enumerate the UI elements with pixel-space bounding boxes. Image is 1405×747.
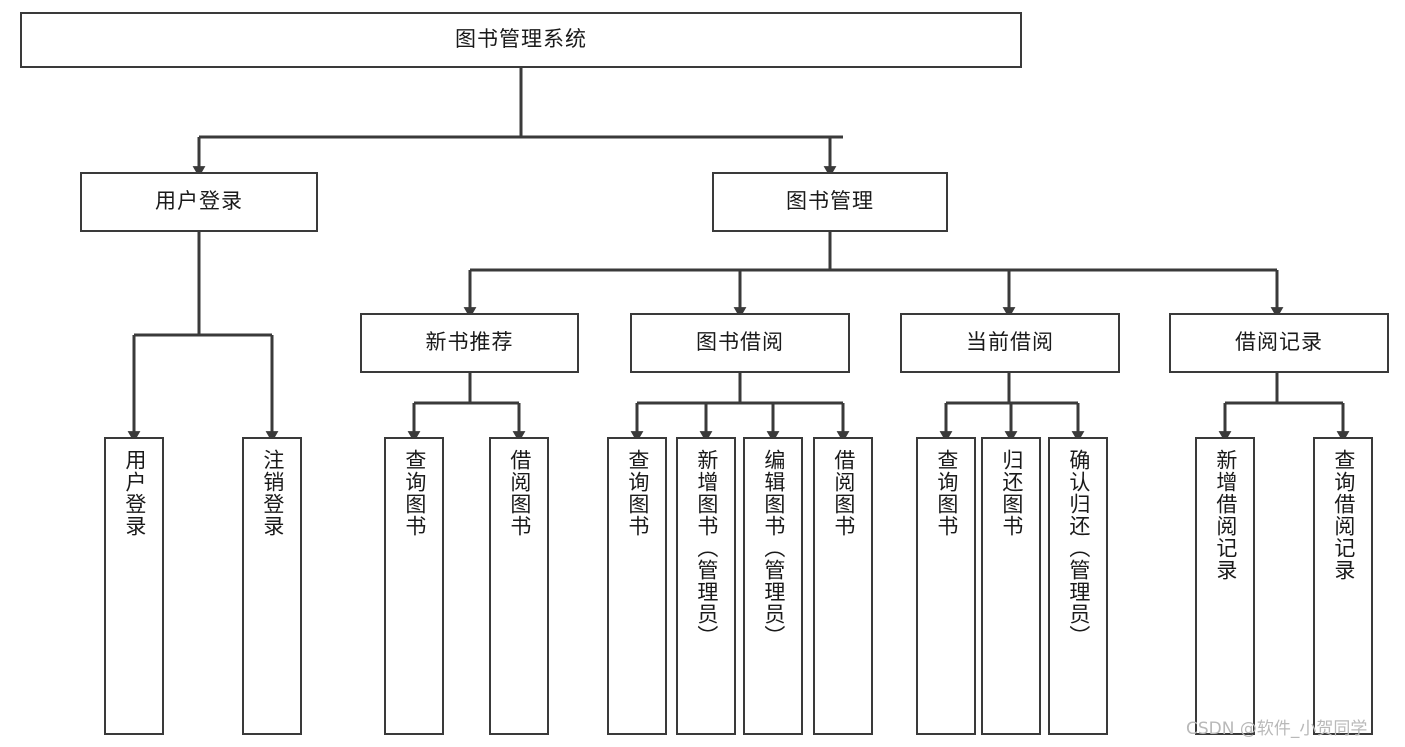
leaf-user-login-login[interactable]: 用户登录 bbox=[104, 437, 164, 735]
node-label: 当前借阅 bbox=[966, 330, 1054, 355]
node-label: 新增图书（管理员） bbox=[694, 449, 719, 647]
leaf-borrow-record-add-record[interactable]: 新增借阅记录 bbox=[1195, 437, 1255, 735]
node-label: 新增借阅记录 bbox=[1213, 449, 1238, 581]
node-label: 借阅记录 bbox=[1235, 330, 1323, 355]
leaf-current-borrow-return-book[interactable]: 归还图书 bbox=[981, 437, 1041, 735]
node-label: 确认归还（管理员） bbox=[1066, 449, 1091, 647]
node-label: 查询图书 bbox=[625, 449, 650, 537]
leaf-book-borrow-query-book[interactable]: 查询图书 bbox=[607, 437, 667, 735]
leaf-book-borrow-borrow-book[interactable]: 借阅图书 bbox=[813, 437, 873, 735]
node-label: 编辑图书（管理员） bbox=[761, 449, 786, 647]
node-new-book-recommend[interactable]: 新书推荐 bbox=[360, 313, 579, 373]
node-label: 借阅图书 bbox=[831, 449, 856, 537]
node-label: 查询图书 bbox=[934, 449, 959, 537]
leaf-borrow-record-query-record[interactable]: 查询借阅记录 bbox=[1313, 437, 1373, 735]
node-label: 查询借阅记录 bbox=[1331, 449, 1356, 581]
node-label: 借阅图书 bbox=[507, 449, 532, 537]
leaf-current-borrow-confirm-return-admin[interactable]: 确认归还（管理员） bbox=[1048, 437, 1108, 735]
node-label: 注销登录 bbox=[260, 449, 285, 537]
node-book-management[interactable]: 图书管理 bbox=[712, 172, 948, 232]
node-label: 新书推荐 bbox=[425, 330, 514, 355]
node-user-login[interactable]: 用户登录 bbox=[80, 172, 318, 232]
node-label: 图书借阅 bbox=[696, 330, 784, 355]
node-label: 用户登录 bbox=[155, 189, 243, 214]
node-current-borrow[interactable]: 当前借阅 bbox=[900, 313, 1120, 373]
node-label: 用户登录 bbox=[122, 449, 147, 537]
node-label: 归还图书 bbox=[999, 449, 1024, 537]
leaf-new-book-query-book[interactable]: 查询图书 bbox=[384, 437, 444, 735]
node-label: 查询图书 bbox=[402, 449, 427, 537]
csdn-watermark: CSDN @软件_小贺同学 bbox=[1186, 719, 1368, 739]
node-label: 图书管理 bbox=[786, 189, 874, 214]
leaf-new-book-borrow-book[interactable]: 借阅图书 bbox=[489, 437, 549, 735]
node-book-borrow[interactable]: 图书借阅 bbox=[630, 313, 850, 373]
leaf-user-login-logout[interactable]: 注销登录 bbox=[242, 437, 302, 735]
leaf-current-borrow-query-book[interactable]: 查询图书 bbox=[916, 437, 976, 735]
leaf-book-borrow-edit-book-admin[interactable]: 编辑图书（管理员） bbox=[743, 437, 803, 735]
node-root-book-management-system[interactable]: 图书管理系统 bbox=[20, 12, 1022, 68]
leaf-book-borrow-add-book-admin[interactable]: 新增图书（管理员） bbox=[676, 437, 736, 735]
node-borrow-record[interactable]: 借阅记录 bbox=[1169, 313, 1389, 373]
node-label: 图书管理系统 bbox=[455, 27, 587, 52]
